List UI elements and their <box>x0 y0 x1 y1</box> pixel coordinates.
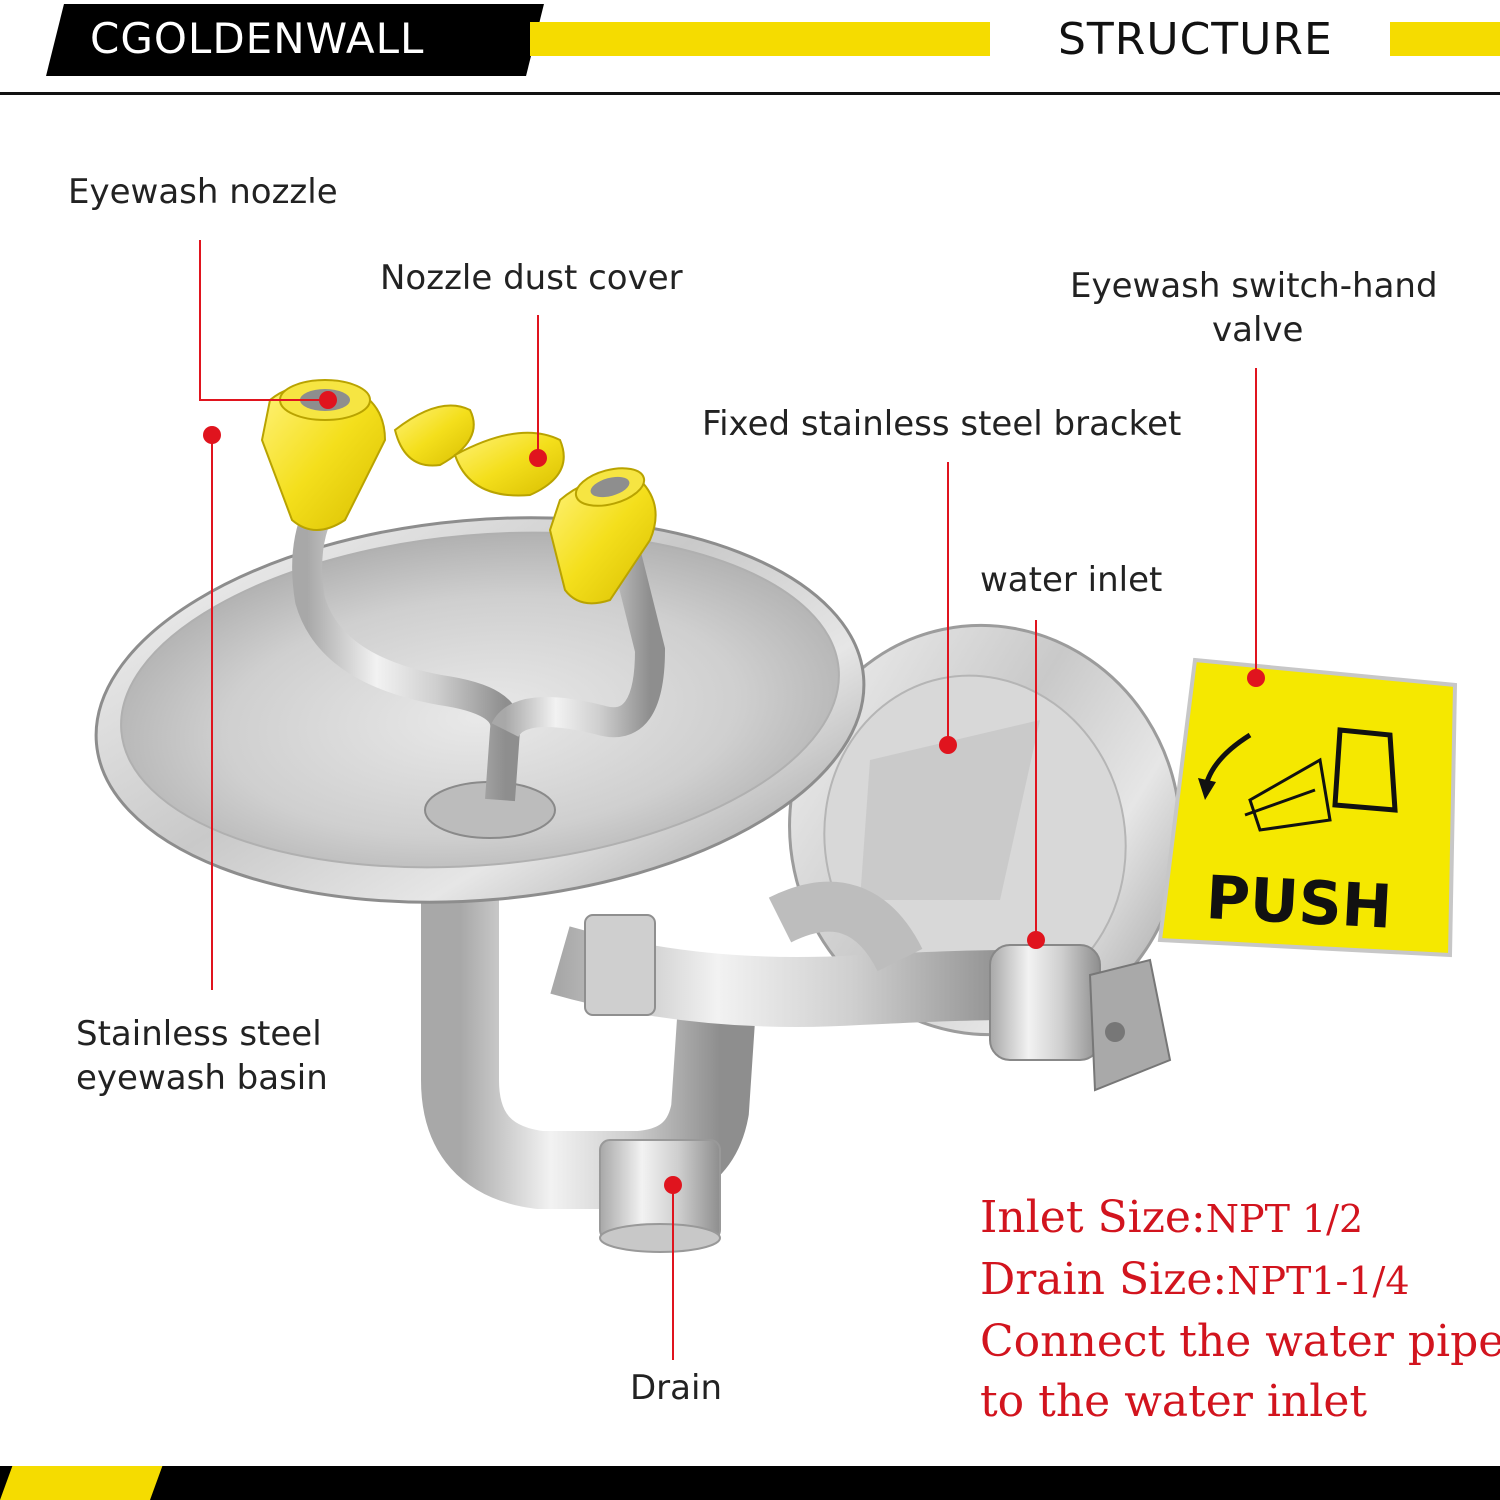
label-drain: Drain <box>630 1368 722 1408</box>
spec-drain-value: NPT1-1/4 <box>1227 1259 1410 1303</box>
spec-drain-size: Drain Size:NPT1-1/4 <box>980 1250 1410 1311</box>
footer-accent <box>0 1466 163 1500</box>
label-basin-line1: Stainless steel <box>76 1014 322 1054</box>
label-nozzle-dust-cover: Nozzle dust cover <box>380 258 683 298</box>
label-switch-valve-line1: Eyewash switch-hand <box>1070 266 1438 306</box>
nozzle-pipe <box>292 492 666 802</box>
callout-line-eyewash-nozzle <box>199 240 328 401</box>
callout-dot-switch-valve <box>1247 669 1265 687</box>
spec-drain-label: Drain Size: <box>980 1254 1228 1305</box>
footer-bar <box>0 1466 1500 1500</box>
header-divider <box>0 92 1500 95</box>
spec-inlet-value: NPT 1/2 <box>1205 1197 1364 1241</box>
label-eyewash-nozzle: Eyewash nozzle <box>68 172 338 212</box>
section-title: STRUCTURE <box>1058 14 1333 65</box>
spec-note-line1: Connect the water pipe <box>980 1316 1500 1367</box>
push-sign-text: PUSH <box>1204 863 1394 943</box>
label-switch-valve-line2: valve <box>1212 310 1304 350</box>
label-basin-line2: eyewash basin <box>76 1058 328 1098</box>
callout-dot-dust-cover <box>529 449 547 467</box>
label-fixed-bracket: Fixed stainless steel bracket <box>702 404 1182 444</box>
spec-note-line2: to the water inlet <box>980 1376 1368 1427</box>
callout-dot-eyewash-nozzle <box>319 391 337 409</box>
label-water-inlet: water inlet <box>980 560 1163 600</box>
callout-dot-drain <box>664 1176 682 1194</box>
supply-pipe <box>550 881 1011 1027</box>
spec-inlet-label: Inlet Size: <box>980 1192 1206 1243</box>
nozzle-heads <box>260 379 657 605</box>
spec-inlet-size: Inlet Size:NPT 1/2 <box>980 1188 1363 1249</box>
hand-valve <box>989 944 1172 1092</box>
header-accent-bar-right <box>1390 22 1500 56</box>
callout-dot-water-inlet <box>1027 931 1045 949</box>
drain-trap <box>421 900 759 1253</box>
header-accent-bar-left <box>530 22 990 56</box>
callout-dot-bracket <box>939 736 957 754</box>
push-sign <box>1157 657 1458 958</box>
callout-dot-basin <box>203 426 221 444</box>
brand-name: CGOLDENWALL <box>90 14 425 63</box>
callouts <box>199 240 1257 1360</box>
